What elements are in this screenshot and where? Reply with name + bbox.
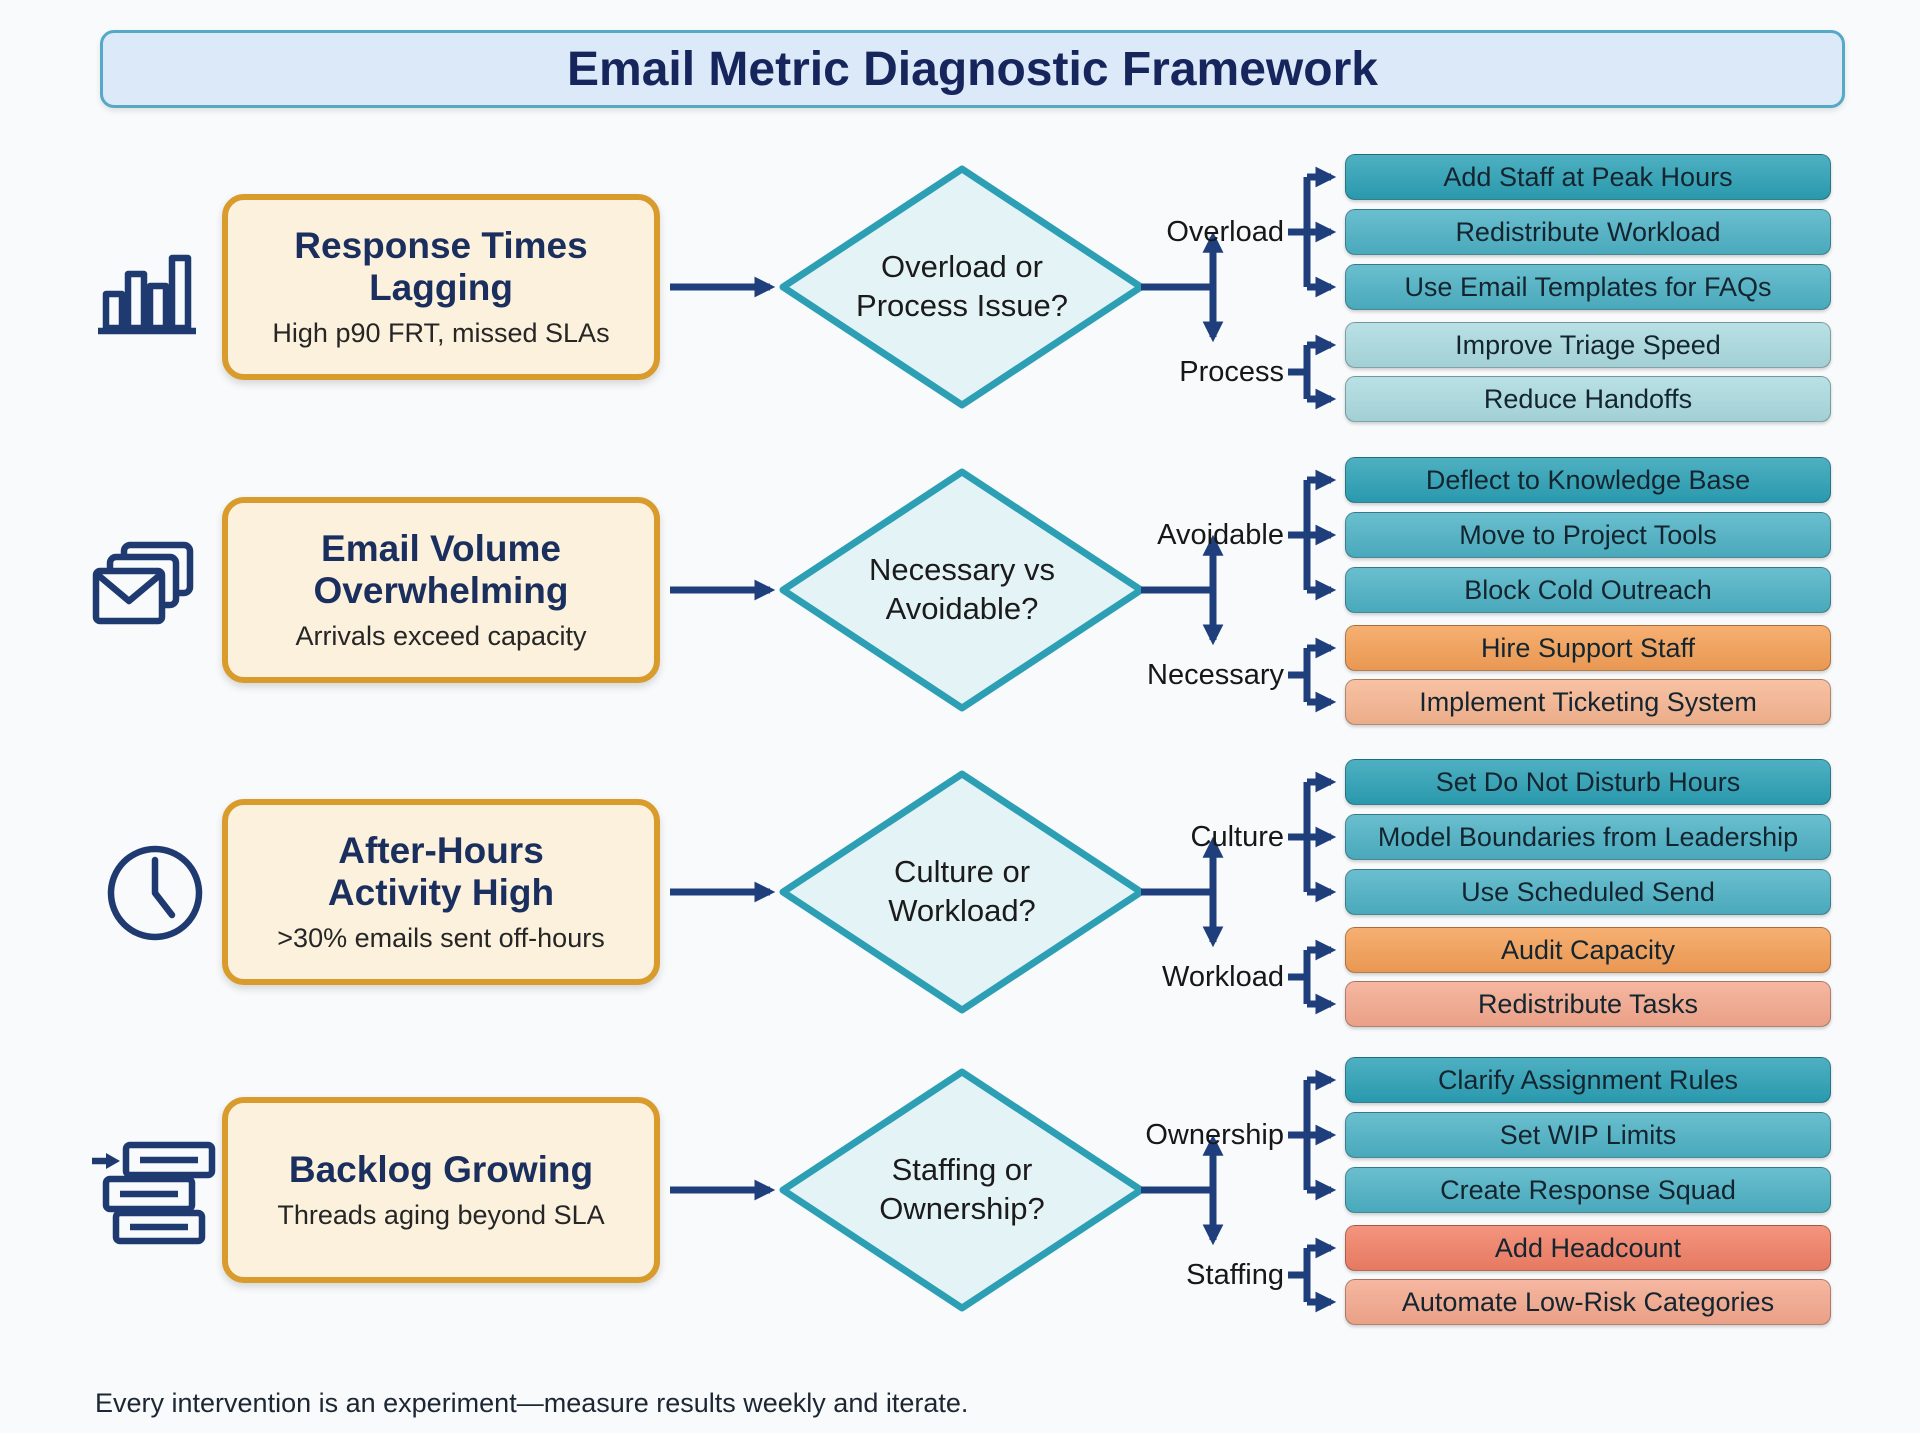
action-box: Block Cold Outreach (1345, 567, 1831, 613)
action-box: Automate Low-Risk Categories (1345, 1279, 1831, 1325)
action-box: Hire Support Staff (1345, 625, 1831, 671)
page-title: Email Metric Diagnostic Framework (100, 30, 1845, 108)
emails-stack-icon (88, 535, 208, 645)
decision-diamond-text: Staffing or Ownership? (802, 1135, 1122, 1245)
branch-label-workload: Workload (1162, 961, 1284, 993)
action-box: Create Response Squad (1345, 1167, 1831, 1213)
action-box: Improve Triage Speed (1345, 322, 1831, 368)
branch-label-necessary: Necessary (1147, 659, 1284, 691)
action-box: Add Staff at Peak Hours (1345, 154, 1831, 200)
row-1-connectors (670, 165, 1337, 410)
action-box: Model Boundaries from Leadership (1345, 814, 1831, 860)
action-box: Set Do Not Disturb Hours (1345, 759, 1831, 805)
action-box: Use Email Templates for FAQs (1345, 264, 1831, 310)
problem-title: After-Hours Activity High (327, 830, 555, 913)
decision-line-2: Ownership? (879, 1191, 1045, 1226)
decision-line-1: Overload or (881, 249, 1043, 285)
branch-label-overload: Overload (1166, 216, 1284, 248)
problem-box-response-times: Response Times Lagging High p90 FRT, mis… (222, 194, 660, 380)
footer-note: Every intervention is an experiment—meas… (95, 1388, 969, 1418)
decision-line-1: Staffing or (891, 1152, 1033, 1188)
row-4-connectors (670, 1068, 1337, 1313)
action-box: Redistribute Tasks (1345, 981, 1831, 1027)
problem-title: Email Volume Overwhelming (313, 528, 569, 611)
branch-label-ownership: Ownership (1145, 1119, 1284, 1151)
problem-box-after-hours: After-Hours Activity High >30% emails se… (222, 799, 660, 985)
decision-line-2: Avoidable? (885, 591, 1039, 626)
decision-line-2: Workload? (888, 893, 1036, 928)
action-box: Audit Capacity (1345, 927, 1831, 973)
branch-label-staffing: Staffing (1186, 1259, 1284, 1291)
problem-box-backlog: Backlog Growing Threads aging beyond SLA (222, 1097, 660, 1283)
bar-chart-icon (92, 232, 202, 342)
action-box: Redistribute Workload (1345, 209, 1831, 255)
problem-subtitle: High p90 FRT, missed SLAs (272, 317, 610, 348)
decision-line-1: Necessary vs (868, 552, 1056, 588)
branch-label-avoidable: Avoidable (1157, 519, 1284, 551)
problem-title: Response Times Lagging (294, 225, 588, 308)
action-box: Clarify Assignment Rules (1345, 1057, 1831, 1103)
action-box: Set WIP Limits (1345, 1112, 1831, 1158)
problem-subtitle: Arrivals exceed capacity (295, 620, 587, 651)
problem-subtitle: >30% emails sent off-hours (277, 922, 605, 953)
branch-label-culture: Culture (1190, 821, 1285, 853)
row-2-connectors (670, 468, 1337, 713)
problem-box-email-volume: Email Volume Overwhelming Arrivals excee… (222, 497, 660, 683)
action-box: Reduce Handoffs (1345, 376, 1831, 422)
decision-line-2: Process Issue? (856, 288, 1068, 323)
clock-icon (100, 838, 210, 948)
decision-diamond-text: Necessary vs Avoidable? (802, 535, 1122, 645)
row-3-connectors (670, 770, 1337, 1015)
action-box: Use Scheduled Send (1345, 869, 1831, 915)
problem-title: Backlog Growing (288, 1148, 594, 1190)
decision-diamond-text: Culture or Workload? (802, 837, 1122, 947)
action-box: Move to Project Tools (1345, 512, 1831, 558)
action-box: Add Headcount (1345, 1225, 1831, 1271)
problem-subtitle: Threads aging beyond SLA (277, 1200, 605, 1231)
action-box: Deflect to Knowledge Base (1345, 457, 1831, 503)
backlog-queue-icon (88, 1135, 218, 1245)
decision-diamond-text: Overload or Process Issue? (802, 232, 1122, 342)
action-box: Implement Ticketing System (1345, 679, 1831, 725)
decision-line-1: Culture or (893, 854, 1031, 890)
branch-label-process: Process (1179, 356, 1284, 388)
